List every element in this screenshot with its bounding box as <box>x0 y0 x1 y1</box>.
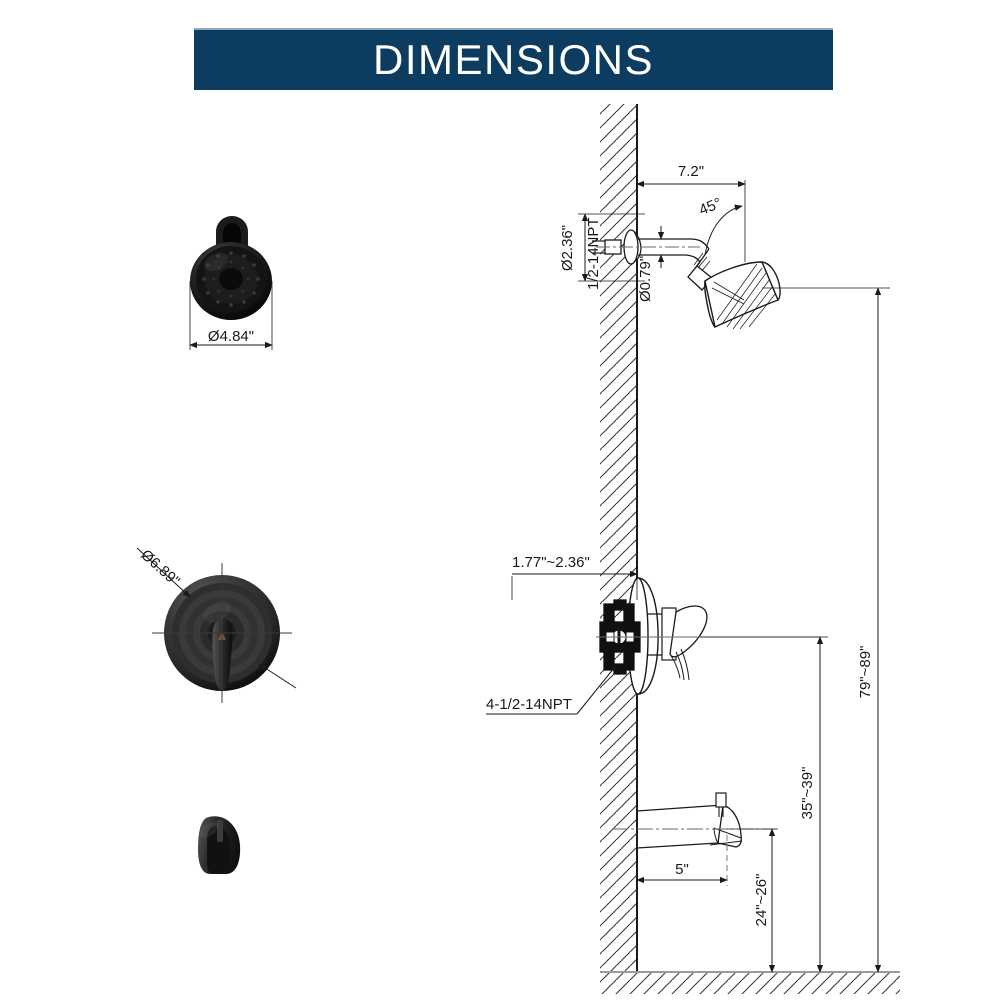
dim-label-flange-diameter: Ø2.36" <box>559 225 576 271</box>
dim-label-showerhead-height: 79"~89" <box>857 646 874 699</box>
dim-spout-projection: 5" <box>636 861 728 884</box>
dim-label-shower-arm-thread: 1/2-14NPT <box>585 217 602 290</box>
dim-valve-height: 35"~39" <box>700 636 828 973</box>
dim-shower-arm-thread: 1/2-14NPT <box>585 217 602 290</box>
showerhead-face-photo: Ø4.84" <box>189 216 273 350</box>
dim-label-valve-rough-in-depth: 1.77"~2.36" <box>512 554 590 571</box>
dim-label-valve-height: 35"~39" <box>799 767 816 820</box>
dim-arm-projection: 7.2" <box>636 163 746 262</box>
dim-label-showerhead-diameter: Ø4.84" <box>208 328 254 345</box>
dim-label-arm-pipe-diameter: Ø0.79" <box>637 256 654 302</box>
dim-head-angle: 45° <box>697 195 743 256</box>
dim-label-arm-projection: 7.2" <box>678 163 704 180</box>
dim-label-valve-trim-diameter: Ø6.89" <box>137 546 183 590</box>
dim-label-spout-height: 24"~26" <box>753 874 770 927</box>
dim-label-valve-thread: 4-1/2-14NPT <box>486 696 572 713</box>
dim-valve-thread: 4-1/2-14NPT <box>486 665 617 715</box>
dim-arm-pipe-diameter: Ø0.79" <box>637 226 668 302</box>
page-title: DIMENSIONS <box>372 36 655 83</box>
dim-label-spout-projection: 5" <box>675 861 689 878</box>
floor-section <box>600 971 900 994</box>
dim-flange-diameter: Ø2.36" <box>559 213 645 282</box>
valve-assembly-drawing <box>596 577 820 695</box>
dim-spout-height: 24"~26" <box>727 828 778 973</box>
dim-showerhead-height: 79"~89" <box>762 287 890 973</box>
page-header-banner: DIMENSIONS <box>194 28 833 90</box>
shower-arm-assembly-drawing <box>592 229 781 330</box>
tub-spout-photo <box>198 816 241 874</box>
dim-valve-rough-in-depth: 1.77"~2.36" <box>511 554 638 600</box>
tub-spout-drawing <box>612 792 775 886</box>
valve-trim-face-photo: Ø6.89" <box>136 546 297 703</box>
dim-label-head-angle: 45° <box>697 195 724 219</box>
